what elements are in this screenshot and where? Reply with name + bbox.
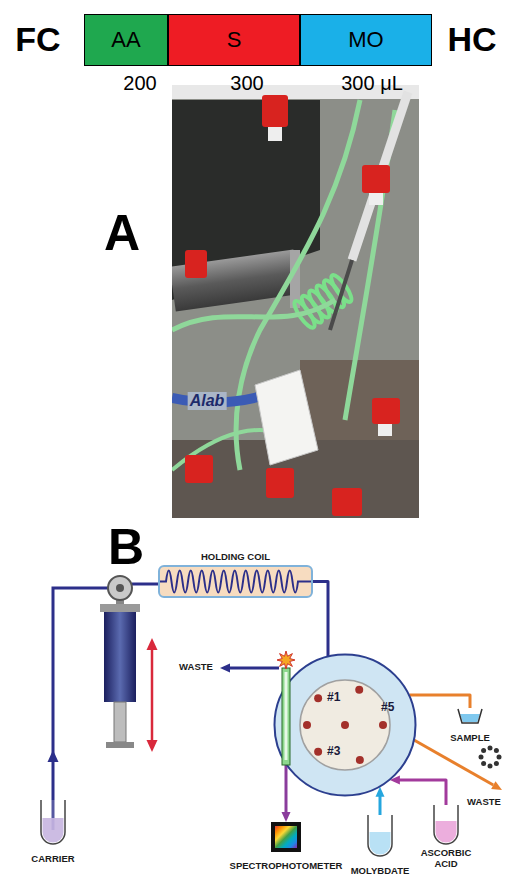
- panel-letter: A: [104, 208, 140, 258]
- coil-label: HOLDING COIL: [158, 552, 313, 563]
- reagent-tube-icon: [433, 805, 459, 845]
- waste-arrow: [414, 740, 502, 790]
- tube-label: MOLYBDATE: [351, 866, 410, 877]
- segment-label: S: [227, 28, 242, 52]
- pump-motion-arrow: [147, 638, 158, 752]
- autosampler-carousel: [479, 746, 502, 769]
- reagent-tube: MOLYBDATE: [349, 815, 412, 878]
- band-segment: AA: [84, 14, 168, 66]
- spectrophotometer: SPECTROPHOTOMETER: [228, 822, 345, 873]
- panel-letter: B: [108, 522, 144, 572]
- band-segment: MO: [300, 14, 432, 66]
- waste-label: WASTE: [179, 662, 213, 673]
- carrier-line: [48, 584, 159, 830]
- brand-mark: Alab: [188, 392, 227, 410]
- detector-label: SPECTROPHOTOMETER: [230, 861, 343, 872]
- flow-line: [282, 764, 291, 822]
- port-number: #3: [327, 745, 340, 759]
- segment-label: MO: [348, 28, 383, 52]
- band-segment: S: [168, 14, 300, 66]
- tube-label: ASCORBIC ACID: [415, 848, 477, 870]
- valve-body: [273, 653, 417, 797]
- segment-label: AA: [111, 28, 140, 52]
- reagent-tube-icon: [367, 815, 393, 857]
- port-number: #5: [381, 701, 394, 715]
- selection-valve: #1 #3 #5: [273, 653, 417, 797]
- flow-line: [313, 582, 328, 657]
- waste-outlet: [220, 651, 295, 673]
- holding-coil: HOLDING COIL: [158, 565, 313, 598]
- port-number: #1: [327, 691, 340, 705]
- flow-line: [390, 776, 446, 806]
- flow-line: [376, 787, 385, 815]
- volume-label: 300 μL: [341, 72, 403, 95]
- flow-cell: [282, 668, 290, 765]
- flow-line: [409, 695, 470, 708]
- sample-cup: SAMPLE: [448, 708, 492, 745]
- waste-label: WASTE: [467, 797, 501, 808]
- carrier-tube-icon: [40, 800, 66, 845]
- sample-cup-icon: [456, 708, 484, 724]
- instrument-photo: [172, 85, 419, 518]
- volume-label: 300: [230, 72, 263, 95]
- carrier-tube: CARRIER: [29, 800, 77, 866]
- end-label: FC: [15, 22, 60, 56]
- reagent-tube: ASCORBIC ACID: [413, 805, 479, 871]
- tube-label: CARRIER: [31, 854, 74, 865]
- spectrophotometer-icon: [271, 822, 301, 852]
- coil-tube: [158, 565, 313, 598]
- sample-label: SAMPLE: [450, 733, 490, 744]
- volume-label: 200: [123, 72, 156, 95]
- syringe-pump: [100, 576, 140, 748]
- end-label: HC: [447, 22, 496, 56]
